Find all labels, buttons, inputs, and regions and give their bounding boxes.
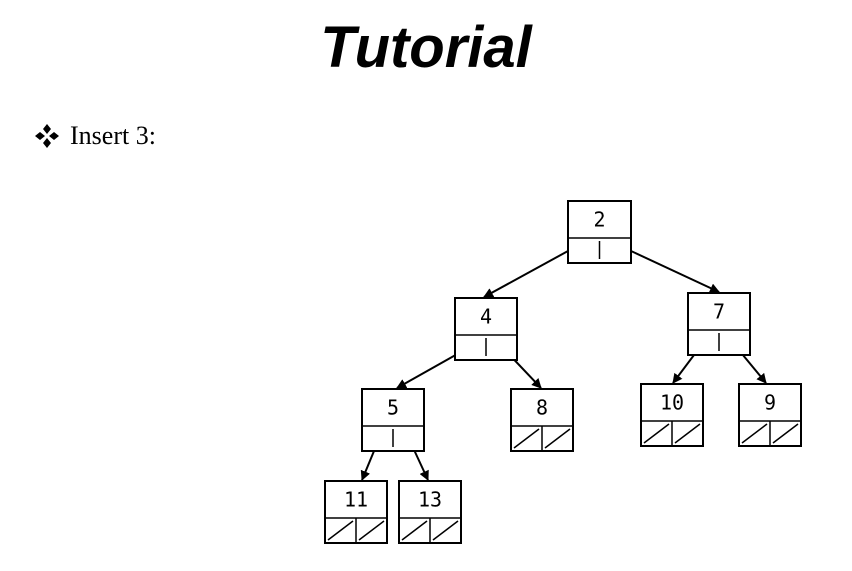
null-right-slash	[674, 423, 701, 444]
edge-2-to-7	[630, 250, 720, 293]
tree-node-13: 13	[398, 480, 462, 544]
node-label: 8	[536, 396, 548, 420]
tree-node-4: 4	[454, 297, 518, 361]
bullet-item: Insert 3:	[34, 118, 156, 154]
tree-node-9: 9	[738, 383, 802, 447]
tree-node-2: 2	[567, 200, 632, 264]
node-label: 13	[418, 488, 442, 512]
node-label: 5	[387, 396, 399, 420]
node-label: 7	[713, 300, 725, 324]
tree-node-5: 5	[361, 388, 425, 452]
null-right-slash	[772, 423, 799, 444]
slide-title: Tutorial	[320, 15, 532, 80]
edge-2-to-4	[483, 250, 569, 298]
null-right-slash	[432, 520, 459, 541]
tree-node-11: 11	[324, 480, 388, 544]
null-left-slash	[643, 423, 670, 444]
node-label: 9	[764, 391, 776, 415]
tree-node-10: 10	[640, 383, 704, 447]
null-right-slash	[358, 520, 385, 541]
tree-node-8: 8	[510, 388, 574, 452]
node-box	[567, 200, 632, 264]
null-left-slash	[327, 520, 354, 541]
node-label: 11	[344, 488, 368, 512]
node-label: 4	[480, 305, 492, 329]
bullet-text: Insert 3:	[70, 121, 156, 150]
tree-nodes: 2 4 7 5 8 10 9 11 13	[324, 200, 802, 544]
node-box	[361, 388, 425, 452]
node-label: 2	[593, 208, 605, 232]
four-diamond-bullet-icon	[35, 124, 59, 148]
null-left-slash	[401, 520, 428, 541]
null-left-slash	[741, 423, 768, 444]
node-label: 10	[660, 391, 684, 415]
null-right-slash	[544, 428, 571, 449]
tree-node-7: 7	[687, 292, 751, 356]
null-left-slash	[513, 428, 540, 449]
